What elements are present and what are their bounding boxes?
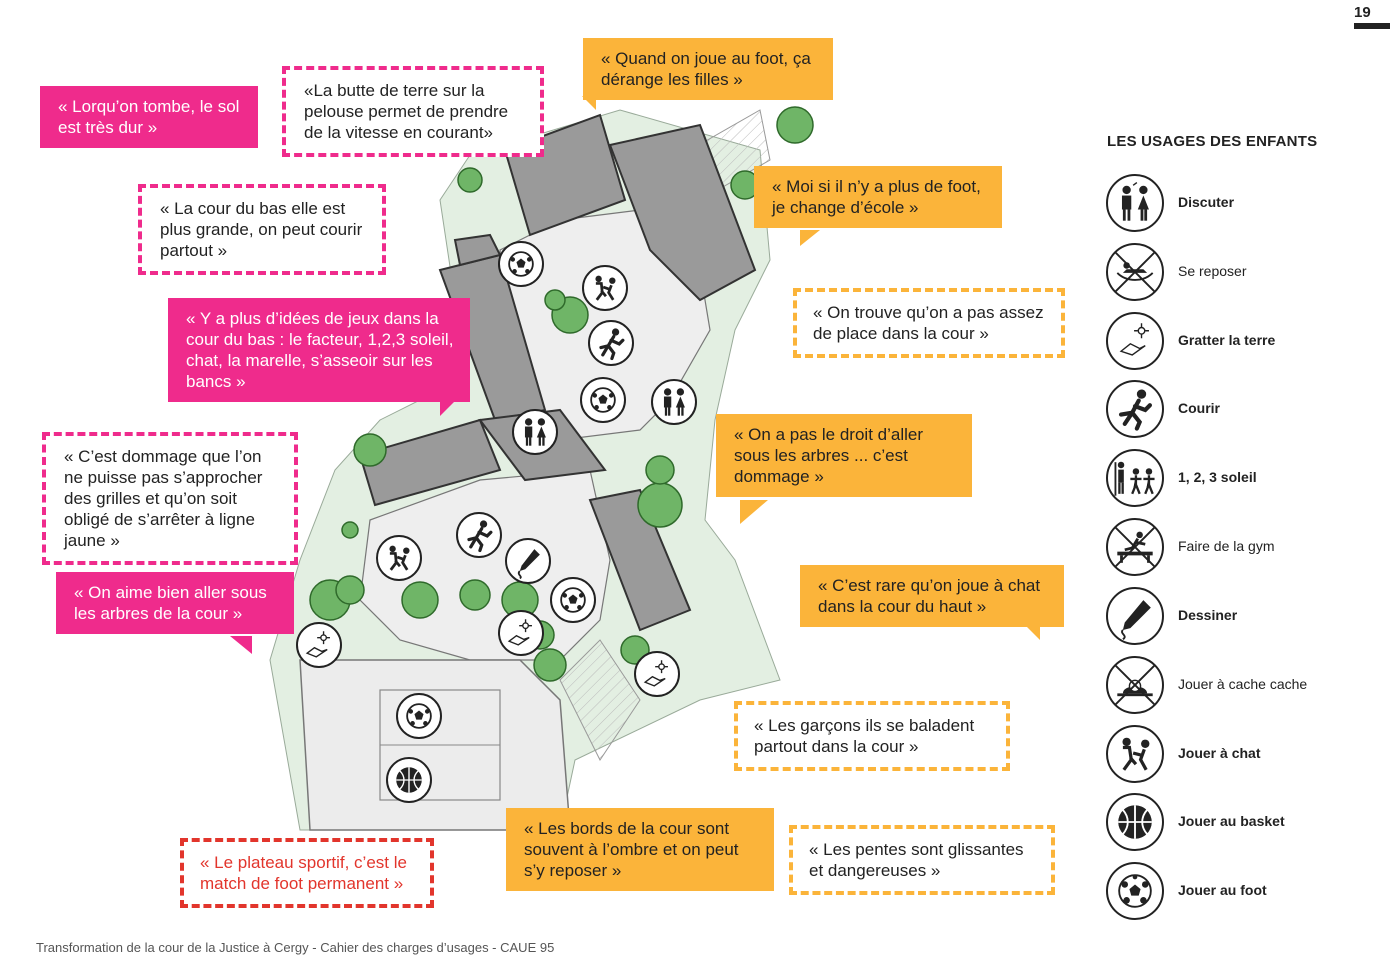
footer-caption: Transformation de la cour de la Justice … xyxy=(36,940,555,955)
map-dig-earth-icon xyxy=(498,610,544,656)
legend-label: Jouer à cache cache xyxy=(1178,676,1308,692)
legend-label: Jouer à chat xyxy=(1178,745,1261,761)
quote-not-enough-space: « On trouve qu’on a pas assez de place d… xyxy=(793,288,1065,358)
page-number-bar xyxy=(1354,23,1390,29)
map-football-icon xyxy=(498,241,544,287)
legend-item-draw: Dessiner xyxy=(1106,587,1386,647)
one-two-three-sun-icon xyxy=(1106,449,1164,507)
quote-earth-mound: «La butte de terre sur la pelouse permet… xyxy=(282,66,544,157)
legend-label: Se reposer xyxy=(1178,263,1247,279)
quote-football-girls: « Quand on joue au foot, ça dérange les … xyxy=(583,38,833,100)
map-basketball-icon xyxy=(386,757,432,803)
legend-label: Jouer au basket xyxy=(1178,813,1285,829)
quote-tag-upper-yard: « C’est rare qu’on joue à chat dans la c… xyxy=(800,565,1064,627)
quote-slopes-slippery: « Les pentes sont glissantes et dangereu… xyxy=(789,825,1055,895)
legend-item-dig-earth: Gratter la terre xyxy=(1106,312,1386,372)
quote-edges-shade: « Les bords de la cour sont souvent à l’… xyxy=(506,808,774,891)
rest-icon xyxy=(1106,243,1164,301)
legend-item-run: Courir xyxy=(1106,380,1386,440)
quote-tail xyxy=(740,500,768,524)
run-icon xyxy=(1106,380,1164,438)
dig-earth-icon xyxy=(1106,312,1164,370)
gym-icon xyxy=(1106,518,1164,576)
quote-floor-hard: « Lorqu’on tombe, le sol est très dur » xyxy=(40,86,258,148)
discuss-icon xyxy=(1106,174,1164,232)
quote-lower-yard-bigger: « La cour du bas elle est plus grande, o… xyxy=(138,184,386,275)
map-discuss-icon xyxy=(651,379,697,425)
quote-sports-court-football: « Le plateau sportif, c’est le match de … xyxy=(180,838,434,908)
map-dig-earth-icon xyxy=(634,651,680,697)
legend-label: Discuter xyxy=(1178,194,1235,210)
legend-item-tag: Jouer à chat xyxy=(1106,725,1386,785)
football-icon xyxy=(1106,862,1164,920)
quote-fences-yellow-line: « C’est dommage que l’on ne puisse pas s… xyxy=(42,432,298,565)
quote-change-school: « Moi si il n’y a plus de foot, je chang… xyxy=(754,166,1002,228)
legend-label: Jouer au foot xyxy=(1178,882,1267,898)
legend-item-rest: Se reposer xyxy=(1106,243,1386,303)
legend-item-football: Jouer au foot xyxy=(1106,862,1386,922)
page-number: 19 xyxy=(1354,4,1371,21)
quote-tail xyxy=(1020,620,1040,640)
quote-tail xyxy=(800,230,820,246)
legend-item-gym: Faire de la gym xyxy=(1106,518,1386,578)
legend-label: 1, 2, 3 soleil xyxy=(1178,469,1257,485)
map-tag-icon xyxy=(582,265,628,311)
map-football-icon xyxy=(550,577,596,623)
legend-label: Dessiner xyxy=(1178,607,1238,623)
legend-item-one-two-three-sun: 1, 2, 3 soleil xyxy=(1106,449,1386,509)
quote-tail xyxy=(440,400,456,416)
draw-icon xyxy=(1106,587,1164,645)
map-football-icon xyxy=(580,377,626,423)
tag-icon xyxy=(1106,725,1164,783)
hide-and-seek-icon xyxy=(1106,656,1164,714)
map-discuss-icon xyxy=(512,409,558,455)
legend-label: Faire de la gym xyxy=(1178,538,1275,554)
basketball-icon xyxy=(1106,793,1164,851)
quote-boys-walk-around: « Les garçons ils se baladent partout da… xyxy=(734,701,1010,771)
map-tag-icon xyxy=(376,535,422,581)
map-football-icon xyxy=(396,693,442,739)
quote-under-trees-forbidden: « On a pas le droit d’aller sous les arb… xyxy=(716,414,972,497)
map-draw-icon xyxy=(505,538,551,584)
legend-title: LES USAGES DES ENFANTS xyxy=(1107,133,1318,150)
legend-label: Courir xyxy=(1178,400,1220,416)
quote-under-trees-like: « On aime bien aller sous les arbres de … xyxy=(56,572,294,634)
map-run-icon xyxy=(456,512,502,558)
quote-tail xyxy=(582,96,596,110)
legend-item-basketball: Jouer au basket xyxy=(1106,793,1386,853)
legend-item-hide-and-seek: Jouer à cache cache xyxy=(1106,656,1386,716)
map-run-icon xyxy=(588,320,634,366)
legend-item-discuss: Discuter xyxy=(1106,174,1386,234)
quote-tail xyxy=(230,636,252,654)
legend-label: Gratter la terre xyxy=(1178,332,1276,348)
quote-game-ideas: « Y a plus d’idées de jeux dans la cour … xyxy=(168,298,470,402)
map-dig-earth-icon xyxy=(296,622,342,668)
